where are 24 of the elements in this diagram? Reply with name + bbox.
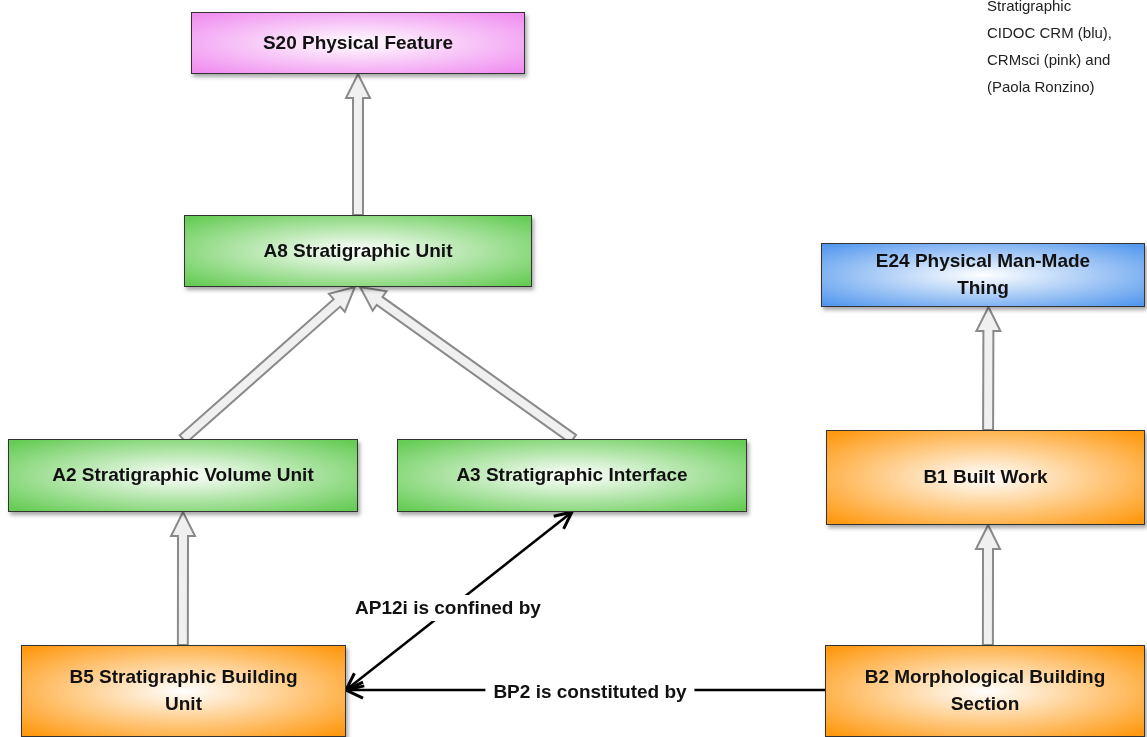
- class-box: [397, 439, 747, 512]
- class-name: B5 Stratigraphic Building Unit: [68, 665, 299, 716]
- class-box: [191, 12, 525, 74]
- inheritance-arrow: [974, 522, 1002, 646]
- class-box: [821, 243, 1145, 307]
- caption-text: Stratigraphic: [987, 0, 1073, 16]
- caption-text: (Paola Ronzino): [987, 77, 1096, 97]
- caption-text: CRMsci (pink) and: [987, 50, 1112, 70]
- class-name: S20 Physical Feature: [262, 30, 454, 55]
- inheritance-arrow: [344, 71, 372, 216]
- class-box: [21, 645, 346, 737]
- class-name: A3 Stratigraphic Interface: [456, 463, 688, 488]
- class-box: [826, 430, 1145, 525]
- class-name: A2 Stratigraphic Volume Unit: [52, 463, 314, 488]
- class-name: A8 Stratigraphic Unit: [263, 238, 453, 263]
- class-name: B1 Built Work: [923, 465, 1048, 490]
- class-name: E24 Physical Man-Made Thing: [874, 249, 1092, 300]
- class-name: B2 Morphological Building Section: [863, 665, 1107, 716]
- inheritance-arrow: [974, 304, 1002, 431]
- caption-text: CIDOC CRM (blu),: [987, 23, 1112, 43]
- class-box: [184, 215, 532, 287]
- inheritance-arrow: [169, 509, 197, 646]
- class-box: [825, 645, 1145, 737]
- class-box: [8, 439, 358, 512]
